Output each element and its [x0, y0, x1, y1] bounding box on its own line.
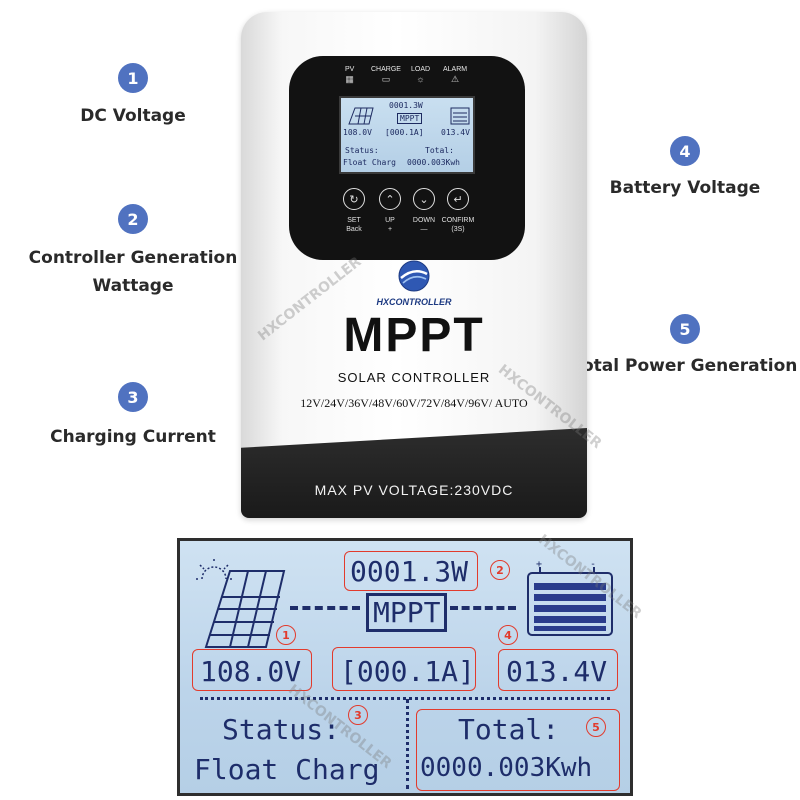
confirm-label-group: CONFIRM (3S)	[435, 216, 481, 234]
indicator-alarm-label: ALARM	[443, 66, 468, 73]
lcd-status-label: Status:	[222, 713, 341, 746]
label-battery-voltage: Battery Voltage	[609, 178, 761, 198]
lcd-total-label: Total:	[458, 713, 560, 746]
warning-icon: ⚠	[451, 74, 460, 84]
brand-name: HXCONTROLLER	[376, 297, 452, 307]
set-back-label: SET Back	[335, 216, 373, 234]
lcd-divider-vertical	[406, 699, 409, 789]
wattage-highlight	[344, 551, 478, 591]
lcd-divider-horizontal	[200, 697, 610, 700]
marker-2: 2	[490, 560, 510, 580]
back-label: Back	[346, 226, 362, 233]
marker-3: 3	[348, 705, 368, 725]
indicator-charge: CHARGE ▭	[371, 66, 401, 85]
marker-1: 1	[276, 625, 296, 645]
badge-2: 2	[118, 204, 148, 234]
lcd-wattage: 0001.3W	[350, 555, 469, 588]
lcd-current: [000.1A]	[340, 655, 475, 688]
indicator-row: PV ▦ CHARGE ▭ LOAD ☼ ALARM ⚠	[289, 66, 525, 94]
battery-icon: ▭	[381, 74, 391, 84]
label-charging-current: Charging Current	[50, 427, 216, 447]
chevron-down-icon: ⌄	[413, 188, 435, 210]
mini-status-value: Float Charg	[343, 158, 396, 167]
label-controller-wattage-line1: Controller Generation	[28, 248, 238, 268]
control-panel: PV ▦ CHARGE ▭ LOAD ☼ ALARM ⚠	[289, 56, 525, 260]
label-total-power: Total Power Generation	[572, 356, 798, 376]
confirm-label: CONFIRM	[441, 217, 475, 224]
mini-lcd-screen: 0001.3W MPPT 108.0V [000.1A] 013.4V Stat…	[339, 96, 475, 174]
solar-panel-icon	[204, 570, 286, 648]
marker-5: 5	[586, 717, 606, 737]
lcd-status-value: Float Charg	[194, 753, 380, 786]
minus-label: —	[420, 226, 428, 233]
chevron-up-icon: ⌃	[379, 188, 401, 210]
indicator-pv: PV ▦	[345, 66, 354, 85]
bulb-icon: ☼	[416, 74, 425, 84]
hxcontroller-logo-icon	[398, 260, 430, 292]
mini-mode: MPPT	[397, 113, 423, 124]
connection-line-right	[450, 606, 516, 610]
mini-status-label: Status:	[345, 146, 379, 155]
lcd-closeup: 0001.3W 2 MPPT + - 1 4 108.0V [000.1A] 0…	[177, 538, 633, 796]
down-label-group: DOWN —	[405, 216, 443, 234]
sun-icon	[196, 559, 234, 580]
mini-current: [000.1A]	[385, 128, 424, 137]
battery-icon: + -	[527, 559, 613, 636]
grid-icon: ▦	[345, 74, 354, 84]
mini-battery-icon	[450, 107, 470, 125]
enter-icon: ↵	[447, 188, 469, 210]
mini-total-label: Total:	[425, 146, 454, 155]
up-label-group: UP +	[371, 216, 409, 234]
lcd-total-value: 0000.003Kwh	[420, 753, 593, 783]
badge-3: 3	[118, 382, 148, 412]
confirm-hold-label: (3S)	[451, 226, 465, 233]
pv-voltage-highlight	[192, 649, 312, 691]
lcd-mode: MPPT	[366, 593, 448, 632]
badge-4: 4	[670, 136, 700, 166]
mini-wattage: 0001.3W	[389, 101, 423, 110]
lcd-pv-voltage: 108.0V	[200, 655, 302, 688]
label-controller-wattage: Controller Generation Wattage	[20, 244, 246, 300]
badge-1: 1	[118, 63, 148, 93]
label-dc-voltage: DC Voltage	[80, 106, 186, 126]
mini-pv-voltage: 108.0V	[343, 128, 372, 137]
svg-text:+: +	[536, 559, 542, 570]
device-base	[241, 428, 587, 518]
badge-5: 5	[670, 314, 700, 344]
indicator-load-label: LOAD	[411, 66, 431, 73]
connection-line-left	[290, 606, 360, 610]
svg-text:-: -	[590, 559, 596, 570]
set-label: SET	[347, 217, 361, 224]
up-label: UP	[385, 217, 395, 224]
solar-controller-subtitle: SOLAR CONTROLLER	[337, 370, 491, 385]
marker-4: 4	[498, 625, 518, 645]
mppt-controller-device: PV ▦ CHARGE ▭ LOAD ☼ ALARM ⚠	[241, 12, 587, 518]
down-label: DOWN	[412, 217, 436, 224]
indicator-pv-label: PV	[345, 66, 355, 73]
total-highlight	[416, 709, 620, 791]
mppt-title: MPPT	[343, 309, 485, 362]
mini-solar-panel-icon	[348, 107, 374, 125]
max-pv-voltage: MAX PV VOLTAGE:230VDC	[314, 482, 514, 498]
indicator-alarm: ALARM ⚠	[443, 66, 467, 85]
lcd-battery-voltage: 013.4V	[506, 655, 608, 688]
indicator-load: LOAD ☼	[411, 66, 430, 84]
mini-battery-voltage: 013.4V	[441, 128, 470, 137]
current-highlight	[332, 647, 476, 691]
label-controller-wattage-line2: Wattage	[92, 276, 174, 296]
refresh-icon: ↻	[343, 188, 365, 210]
mini-total-value: 0000.003Kwh	[407, 158, 460, 167]
battery-voltage-highlight	[498, 649, 618, 691]
indicator-charge-label: CHARGE	[371, 66, 401, 73]
supported-voltages: 12V/24V/36V/48V/60V/72V/84V/96V/ AUTO	[300, 396, 528, 410]
plus-label: +	[387, 226, 393, 233]
